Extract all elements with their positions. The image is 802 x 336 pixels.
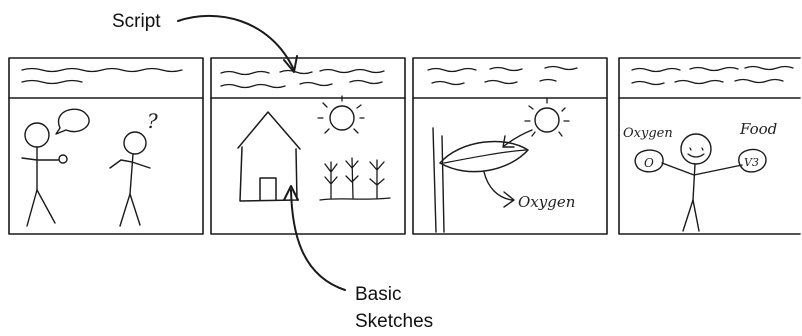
script-label: Script — [112, 11, 161, 32]
plants-sketch — [320, 158, 390, 200]
panel-4-script-lines — [632, 67, 793, 85]
leaf-to-oxygen-arrow — [484, 172, 514, 207]
panel-1: ? — [9, 58, 203, 234]
person-figure — [662, 134, 742, 231]
oxygen-label-panel-3: Oxygen — [518, 193, 575, 211]
basic-sketches-arrow — [284, 186, 345, 290]
script-arrow — [178, 16, 297, 72]
stick-figure-left — [22, 123, 67, 226]
food-symbol: V3 — [744, 156, 759, 169]
sun-icon — [318, 96, 364, 133]
panel-2-script-lines — [221, 70, 384, 88]
leaf-icon — [440, 141, 528, 171]
food-icon: V3 — [739, 149, 766, 171]
oxygen-label-panel-4: Oxygen — [623, 126, 673, 141]
oxygen-molecule-symbol: O — [644, 156, 654, 170]
panel-4: Oxygen Food O V3 — [619, 58, 800, 234]
oxygen-molecule-icon: O — [635, 150, 663, 172]
panel-3: Oxygen — [413, 58, 607, 234]
question-mark-icon: ? — [147, 109, 158, 133]
basic-sketches-label-line2: Sketches — [355, 311, 433, 332]
panel-1-script-lines — [22, 69, 182, 84]
food-label: Food — [739, 120, 777, 138]
stick-figure-right: ? — [110, 109, 158, 226]
panel-3-script-lines — [428, 67, 577, 85]
panel-2 — [211, 58, 405, 234]
tree-trunk-sketch — [433, 128, 444, 232]
basic-sketches-label-line1: Basic — [355, 284, 401, 305]
speech-bubble-icon — [56, 109, 89, 134]
